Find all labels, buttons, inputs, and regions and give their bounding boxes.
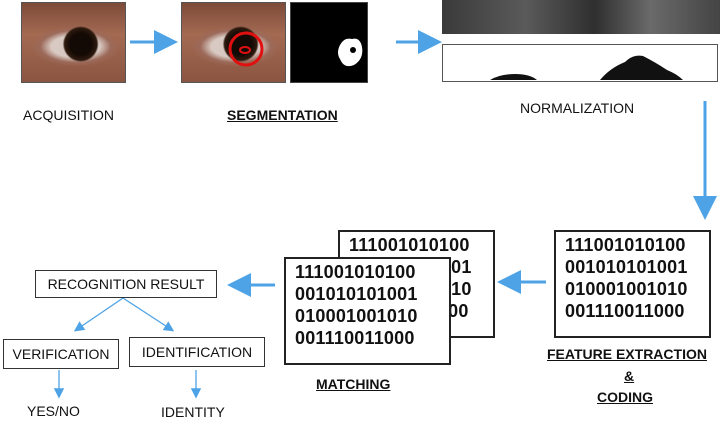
feature-code-card: 111001010100 001010101001 010001001010 0… [554,230,711,338]
matching-code-card-front: 111001010100 001010101001 010001001010 0… [284,257,451,365]
code-row: 001010101001 [565,257,688,277]
label-yes-no: YES/NO [27,403,80,419]
iris-boundary-circle [228,31,264,67]
code-row: 001110011000 [295,328,415,348]
identification-box: IDENTIFICATION [129,337,265,367]
label-matching: MATCHING [316,376,391,392]
verification-box: VERIFICATION [3,339,119,369]
label-coding: CODING [597,389,653,405]
mask-blob [338,38,363,67]
label-normalization: NORMALIZATION [520,100,635,116]
code-row: 010001001010 [295,306,418,326]
code-row: 001010101001 [295,284,418,304]
label-identity: IDENTITY [161,404,225,420]
label-acquisition: ACQUISITION [23,107,115,123]
pupil-boundary-ellipse [239,46,251,54]
recognition-result-box: RECOGNITION RESULT [35,270,217,298]
label-feature-extraction: FEATURE EXTRACTION [547,346,707,362]
acquisition-eye-image [21,2,126,83]
label-ampersand: & [624,368,635,384]
code-row: 111001010100 [565,235,686,255]
code-row: 010001001010 [565,279,688,299]
arrow-result-to-verification [73,297,124,332]
label-segmentation: SEGMENTATION [227,107,338,123]
normalized-iris-strip [442,0,720,34]
code-row: 111001010100 [295,262,416,282]
code-row: 111001010100 [349,235,470,255]
arrow-result-to-identification [122,297,175,332]
segmentation-eye-image [181,2,286,83]
mask-strip-shape [443,55,716,80]
code-row: 001110011000 [565,301,685,321]
